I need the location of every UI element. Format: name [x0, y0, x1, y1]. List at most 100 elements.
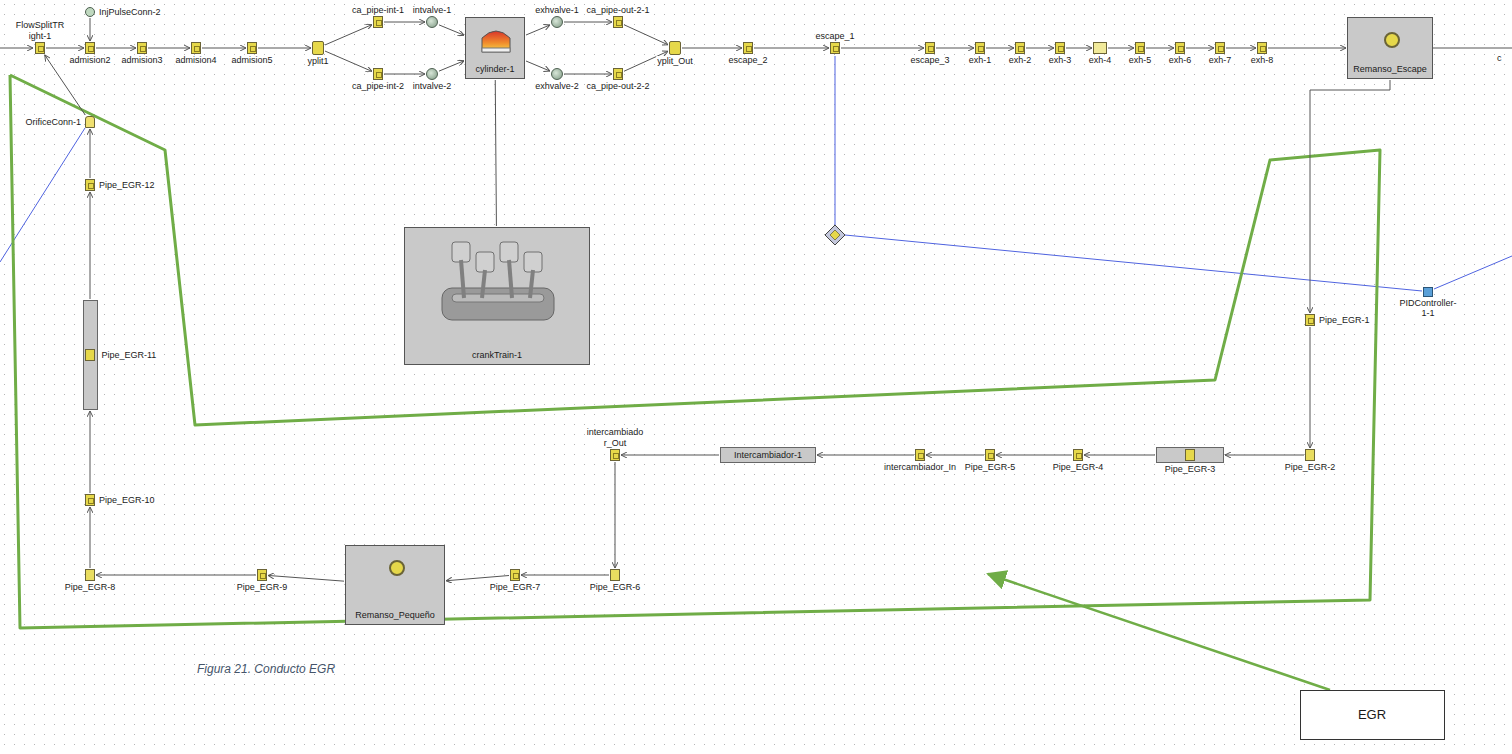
flow-connector [96, 48, 136, 49]
flow-connector [1310, 327, 1311, 448]
flow-connector [926, 455, 984, 456]
cylinder-dome [482, 31, 510, 52]
pipe-bend-icon: Pipe_EGR-8 [85, 569, 95, 581]
pipe-icon: ca_pipe-int-1 [373, 16, 383, 28]
orifice-icon: OrificeConn-1 [85, 116, 95, 128]
component-label: Pipe_EGR-6 [589, 582, 642, 592]
component-label: intercambiador_In [883, 462, 957, 472]
component-label: exh-4 [1088, 55, 1113, 65]
crank-train-illustration [438, 238, 558, 330]
pipe-icon: Pipe_EGR-10 [85, 494, 95, 506]
callout-arrow [988, 574, 1330, 690]
cylinder-icon [479, 24, 513, 54]
flow-connector [90, 18, 91, 41]
component-label: Pipe_EGR-11 [101, 350, 158, 360]
component-label: Pipe_EGR-12 [98, 180, 156, 190]
component-label: exh-6 [1168, 55, 1193, 65]
pipe-bar: Pipe_EGR-11 [83, 300, 98, 410]
component-label: Pipe_EGR-8 [64, 582, 117, 592]
outlet-line [1429, 48, 1512, 49]
flow-connector [325, 51, 372, 71]
pipe-icon: exh-2 [1015, 42, 1025, 54]
component-label: escape_3 [909, 55, 950, 65]
flow-connector [986, 48, 1014, 49]
component-label: admision5 [230, 55, 273, 65]
component-label: Remanso_Escape [1352, 64, 1428, 74]
pipe-icon: Pipe_EGR-7 [510, 569, 520, 581]
component-label: exhvalve-2 [534, 81, 580, 91]
pipe-icon [1185, 449, 1195, 461]
flow-connector [439, 25, 464, 35]
flow-connector [817, 455, 914, 456]
connecting-rod [482, 270, 485, 298]
pipe-icon: exh-1 [975, 42, 985, 54]
flow-connector [90, 411, 91, 493]
component-box: Remanso_Escape [1347, 17, 1433, 79]
component-label: yplit_Out [656, 56, 694, 66]
flow-connector [1146, 48, 1174, 49]
component-label: intvalve-2 [412, 81, 453, 91]
flow-connector [841, 48, 924, 49]
signal-wire [1434, 256, 1512, 289]
component-label: intercambiador_Out [585, 427, 645, 448]
flow-connector [621, 455, 719, 456]
component-box: crankTrain-1 [404, 227, 590, 365]
plenum-icon [389, 560, 405, 576]
component-box: cylinder-1 [465, 17, 525, 79]
component-label: Pipe_EGR-10 [98, 495, 156, 505]
component-label: admision2 [68, 55, 111, 65]
plenum-icon [1384, 32, 1400, 48]
component-label: Pipe_EGR-1 [1318, 315, 1371, 325]
flow-connector [384, 74, 425, 75]
component-label: OrificeConn-1 [24, 117, 82, 127]
piston [524, 252, 542, 298]
flow-connector [90, 129, 91, 178]
piston-body [524, 252, 542, 272]
flow-split-icon: yplit1 [312, 41, 324, 55]
pipe-icon: exh-4 [1093, 42, 1107, 54]
flow-connector [624, 25, 668, 45]
component-label: exh-8 [1250, 55, 1275, 65]
pipe-icon: Pipe_EGR-4 [1073, 449, 1083, 461]
flow-connector [1268, 48, 1346, 49]
component-label: exhvalve-1 [534, 5, 580, 15]
pipe-icon: exh-8 [1257, 42, 1267, 54]
component-label: exh-7 [1208, 55, 1233, 65]
pipe-icon: exh-6 [1175, 42, 1185, 54]
piston-body [500, 242, 518, 262]
pipe-bend-icon: Pipe_EGR-2 [1305, 449, 1315, 461]
pipe-icon: escape_1 [830, 42, 840, 54]
component-label: InjPulseConn-2 [98, 7, 162, 17]
pipe-icon: Pipe_EGR-12 [85, 179, 95, 191]
pipe-icon: FlowSplitTRight-1 [35, 42, 45, 54]
pipe-icon: Pipe_EGR-9 [257, 569, 267, 581]
pipe-bar: Pipe_EGR-3 [1156, 447, 1224, 463]
connecting-rod [530, 270, 533, 298]
flow-connector [148, 48, 190, 49]
component-label: Pipe_EGR-2 [1284, 462, 1337, 472]
flow-connector [1066, 48, 1092, 49]
component-label: Pipe_EGR-9 [236, 582, 289, 592]
sensor-core [830, 230, 840, 240]
component-label: Pipe_EGR-5 [964, 462, 1017, 472]
piston [500, 242, 518, 298]
flow-connector [1026, 48, 1054, 49]
flow-connector [1225, 455, 1304, 456]
component-label: ca_pipe-out-2-2 [585, 81, 650, 91]
component-label: admision3 [120, 55, 163, 65]
flow-connector [96, 575, 256, 576]
component-label: Pipe_EGR-4 [1052, 462, 1105, 472]
component-label: admision4 [174, 55, 217, 65]
connecting-rod [509, 260, 512, 298]
crankcase [442, 288, 554, 320]
component-label: FlowSplitTRight-1 [14, 20, 66, 41]
pipe-icon: admision4 [191, 42, 201, 54]
component-label: yplit1 [306, 56, 329, 66]
flow-connector [268, 575, 344, 581]
callout-label: EGR [1357, 708, 1387, 723]
pipe-icon: Pipe_EGR-1 [1305, 314, 1315, 326]
component-label: ca_pipe-int-1 [351, 5, 405, 15]
signal-wire [845, 235, 1422, 291]
